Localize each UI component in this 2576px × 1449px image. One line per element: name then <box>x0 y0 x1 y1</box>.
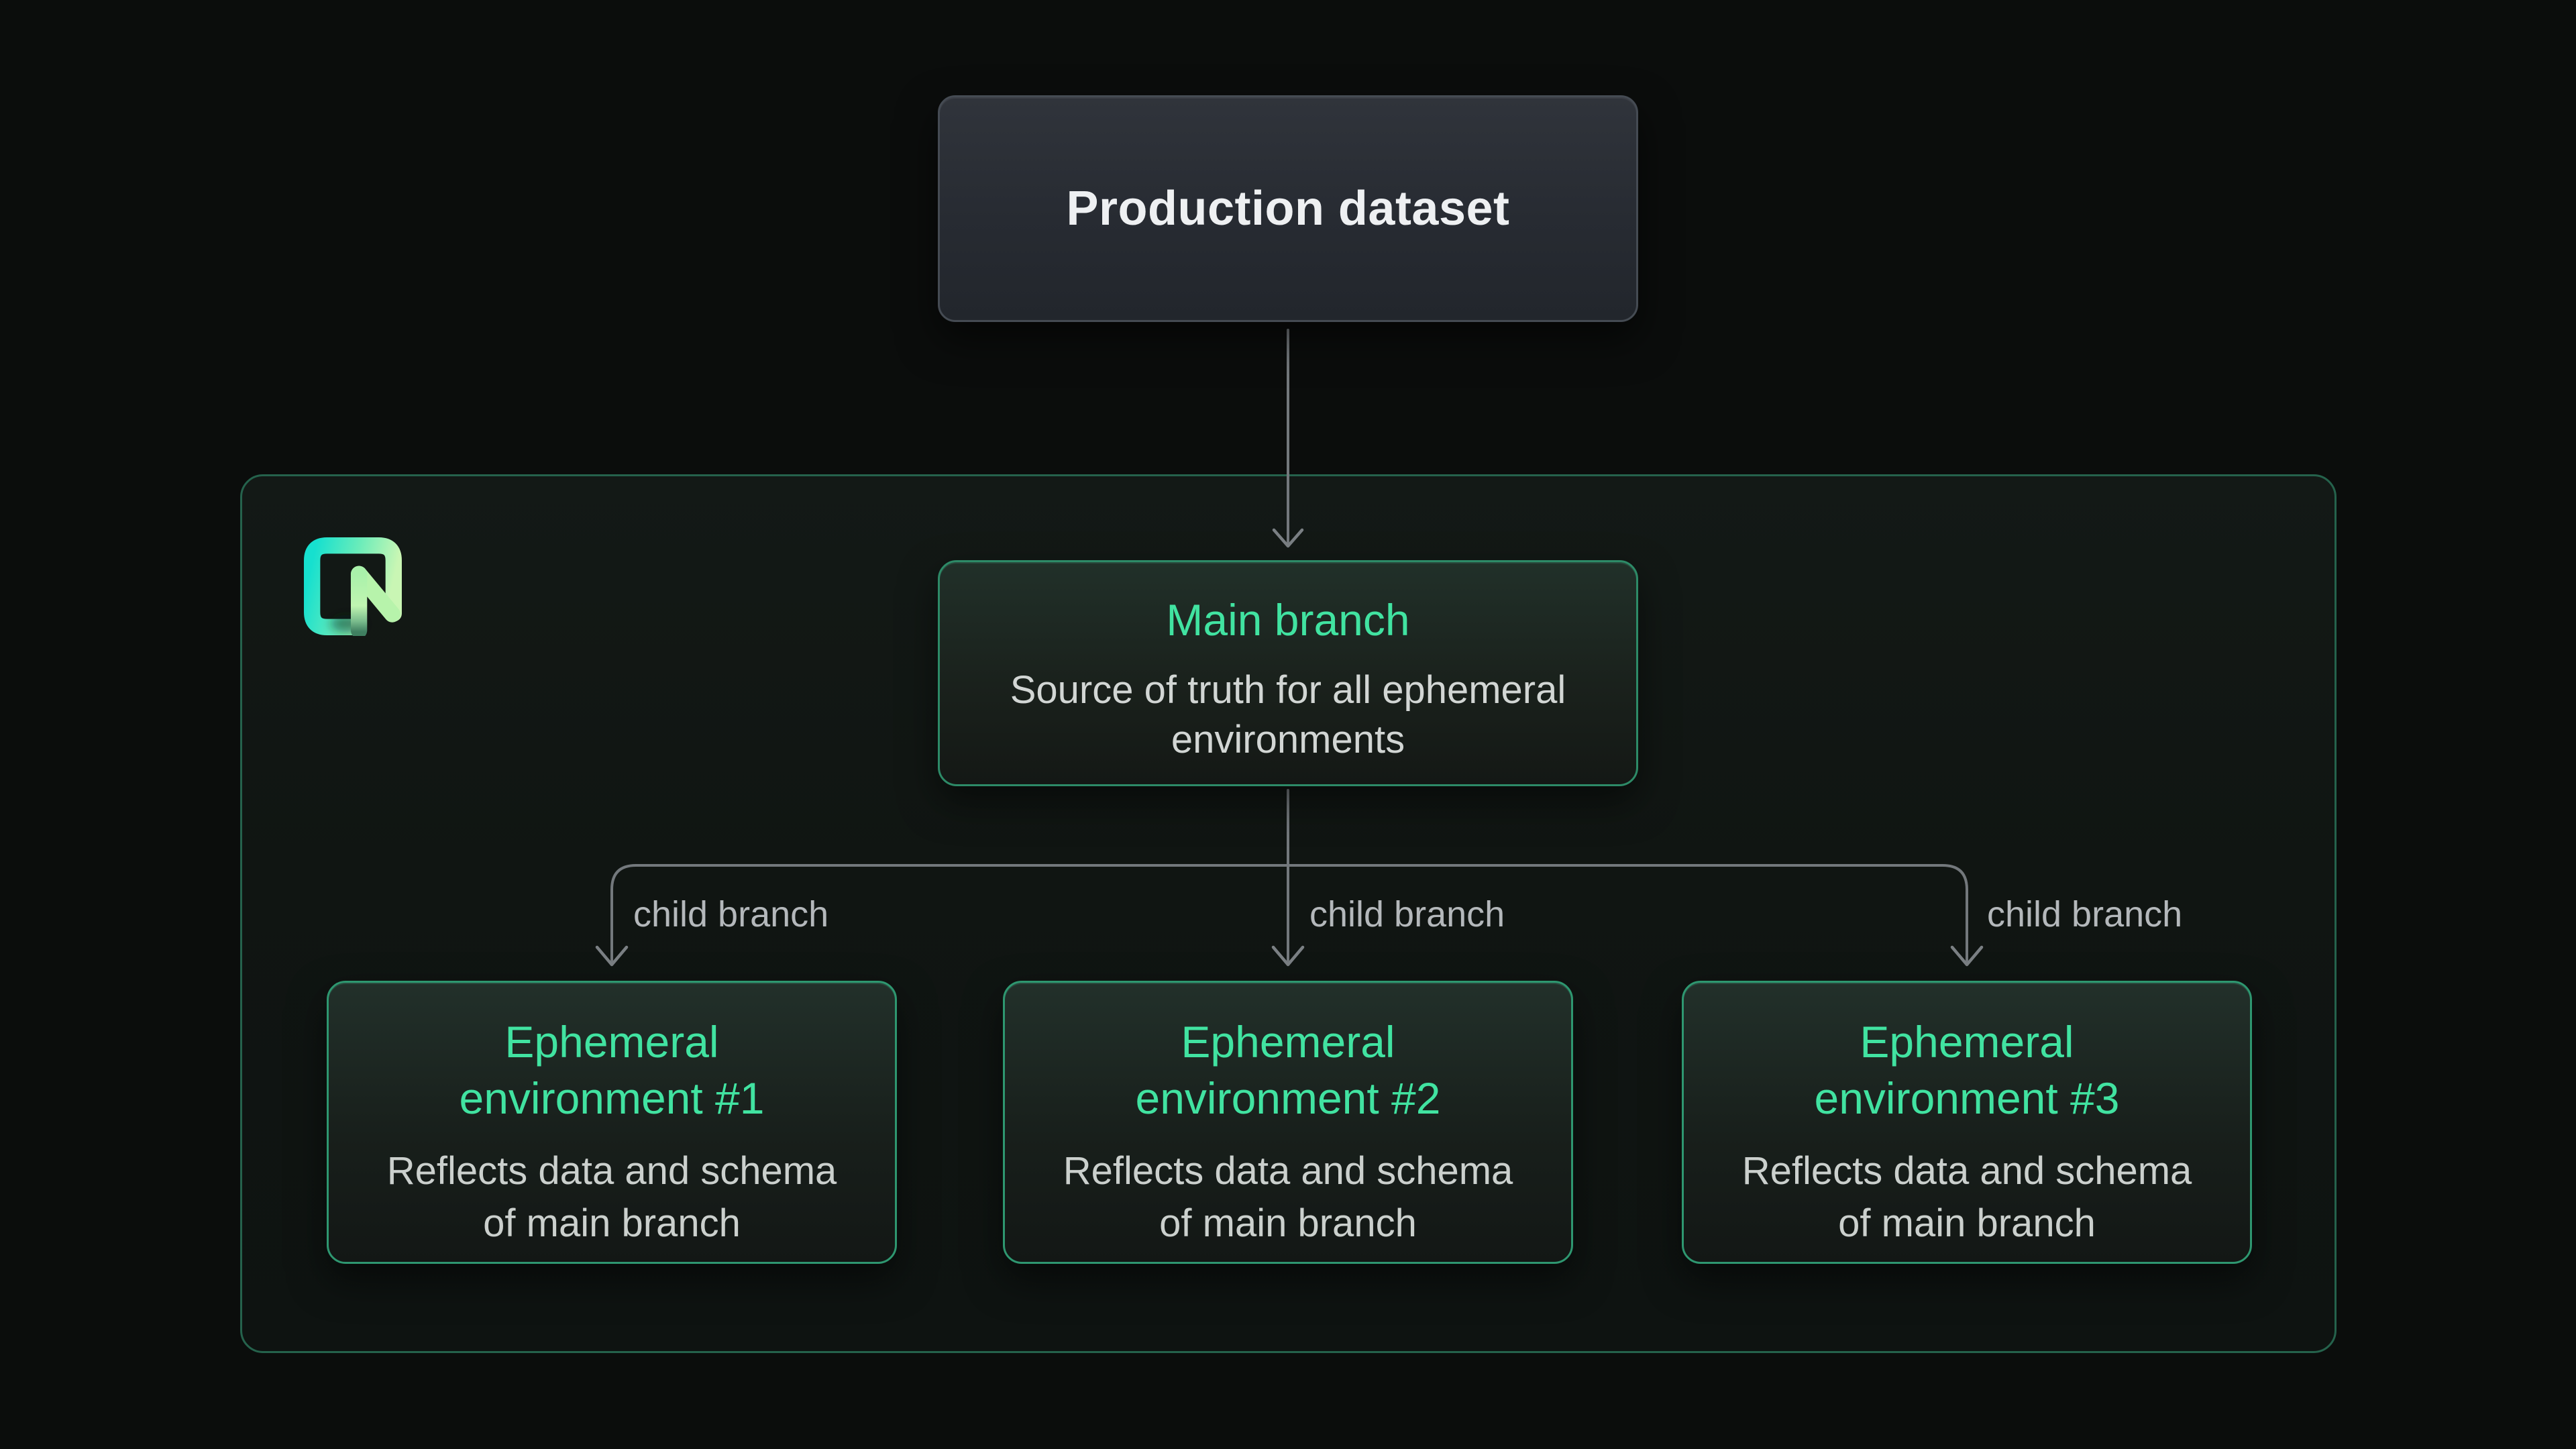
ephemeral-environment-subtitle-1: Reflects data and schema of main branch <box>329 1145 895 1250</box>
ephemeral-environment-title-1: Ephemeral environment #1 <box>329 1014 895 1126</box>
production-dataset-title: Production dataset <box>1066 181 1509 236</box>
production-dataset-node: Production dataset <box>938 95 1638 322</box>
ephemeral-environment-subtitle-3: Reflects data and schema of main branch <box>1684 1145 2250 1250</box>
child-branch-label-3: child branch <box>1987 894 2182 934</box>
ephemeral-environment-title-3: Ephemeral environment #3 <box>1684 1014 2250 1126</box>
main-branch-node: Main branch Source of truth for all ephe… <box>938 560 1638 786</box>
child-branch-label-2: child branch <box>1309 894 1505 934</box>
main-branch-subtitle: Source of truth for all ephemeral enviro… <box>940 665 1636 765</box>
ephemeral-environment-title-2: Ephemeral environment #2 <box>1005 1014 1571 1126</box>
ephemeral-environment-subtitle-2: Reflects data and schema of main branch <box>1005 1145 1571 1250</box>
child-branch-label-1: child branch <box>633 894 828 934</box>
main-branch-title: Main branch <box>940 592 1636 648</box>
neon-logo-icon <box>303 537 402 636</box>
ephemeral-environment-node-1: Ephemeral environment #1 Reflects data a… <box>327 981 897 1264</box>
ephemeral-environment-node-2: Ephemeral environment #2 Reflects data a… <box>1003 981 1573 1264</box>
ephemeral-environment-node-3: Ephemeral environment #3 Reflects data a… <box>1682 981 2252 1264</box>
